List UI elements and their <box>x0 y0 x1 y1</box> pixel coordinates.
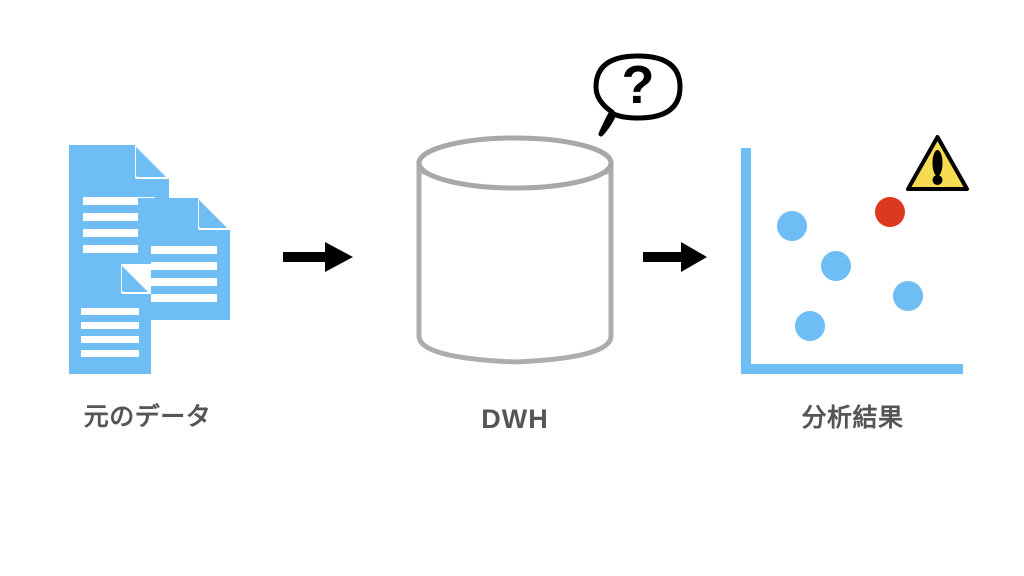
scatter-point <box>777 211 807 241</box>
arrow-right-icon <box>643 242 707 272</box>
warning-triangle-svg <box>906 135 969 191</box>
scatter-plot-svg <box>741 148 963 374</box>
scatter-point <box>821 251 851 281</box>
warning-triangle-icon <box>905 133 970 195</box>
stage-label-dwh: DWH <box>481 404 549 434</box>
scatter-point-outlier <box>875 197 905 227</box>
stage-label-source-data: 元のデータ <box>83 403 212 431</box>
arrow-dwh-to-analysis <box>643 240 709 274</box>
arrow-right-icon <box>283 242 353 272</box>
scatter-plot-icon <box>735 130 970 380</box>
question-speech-bubble-icon: ? <box>588 46 688 144</box>
database-cylinder-icon <box>410 130 620 380</box>
question-mark-glyph: ? <box>622 55 655 115</box>
arrow-source-to-dwh <box>283 240 355 274</box>
scatter-point <box>795 311 825 341</box>
speech-bubble-icon: ? <box>593 53 683 137</box>
document-icon-3 <box>69 264 151 374</box>
scatter-point <box>893 281 923 311</box>
documents-stack-icon <box>60 140 230 374</box>
stage-label-analysis-result: 分析結果 <box>801 404 904 432</box>
document-icon-2 <box>138 198 230 320</box>
cylinder-svg <box>416 135 614 365</box>
